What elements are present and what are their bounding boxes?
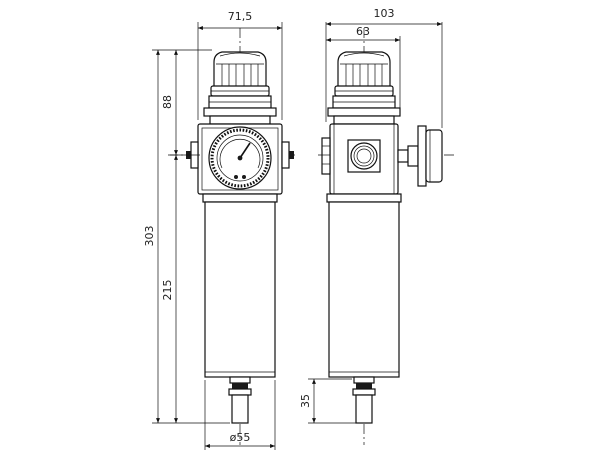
side-view-drawing	[318, 28, 455, 445]
side-dimensions	[308, 22, 443, 424]
pressure-gauge-icon	[208, 126, 272, 190]
dim-drain-height: 35	[299, 394, 312, 408]
dim-total-height: 303	[143, 226, 156, 247]
dim-bowl-height: 215	[161, 280, 174, 301]
dim-side-body-width: 63	[356, 25, 370, 38]
adjustment-knob-icon	[210, 51, 270, 97]
front-dimensions	[152, 22, 283, 450]
dim-bowl-diameter: ø55	[230, 431, 251, 444]
dim-regulator-height: 88	[161, 95, 174, 109]
dim-side-total-width: 103	[374, 7, 395, 20]
dim-front-width: 71,5	[228, 10, 253, 23]
air-port-icon	[347, 139, 381, 173]
front-view-drawing	[168, 28, 295, 445]
